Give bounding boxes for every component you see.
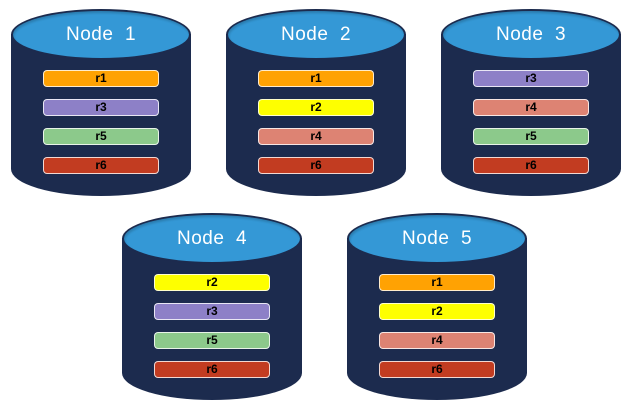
replica-bar-r4: r4 xyxy=(258,128,374,145)
cylinder-top-ellipse: Node 5 xyxy=(347,213,527,264)
replica-bar-r2: r2 xyxy=(154,274,270,291)
replica-bar-r1: r1 xyxy=(258,70,374,87)
replica-bar-r3: r3 xyxy=(473,70,589,87)
database-node-1: Node 1 r1 r3 r5 r6 xyxy=(11,9,191,196)
replica-bar-r3: r3 xyxy=(43,99,159,116)
replica-bar-r6: r6 xyxy=(258,157,374,174)
replica-bar-r2: r2 xyxy=(379,303,495,320)
replica-bar-r6: r6 xyxy=(473,157,589,174)
replica-bar-r5: r5 xyxy=(154,332,270,349)
database-node-5: Node 5 r1 r2 r4 r6 xyxy=(347,213,527,400)
cylinder-top-ellipse: Node 2 xyxy=(226,9,406,60)
replica-bar-r6: r6 xyxy=(154,361,270,378)
replica-bar-r6: r6 xyxy=(379,361,495,378)
replica-bar-r2: r2 xyxy=(258,99,374,116)
replica-bar-r4: r4 xyxy=(473,99,589,116)
node-title: Node 3 xyxy=(495,23,567,45)
cylinder-top-ellipse: Node 3 xyxy=(441,9,621,60)
node-title: Node 1 xyxy=(65,23,137,45)
replica-list: r1 r2 r4 r6 xyxy=(258,70,374,186)
replica-list: r2 r3 r5 r6 xyxy=(154,274,270,390)
database-node-3: Node 3 r3 r4 r5 r6 xyxy=(441,9,621,196)
node-title: Node 2 xyxy=(280,23,352,45)
cylinder-top-ellipse: Node 1 xyxy=(11,9,191,60)
replica-list: r1 r2 r4 r6 xyxy=(379,274,495,390)
replica-bar-r5: r5 xyxy=(473,128,589,145)
node-title: Node 4 xyxy=(176,227,248,249)
replica-list: r3 r4 r5 r6 xyxy=(473,70,589,186)
replica-bar-r3: r3 xyxy=(154,303,270,320)
replica-bar-r5: r5 xyxy=(43,128,159,145)
replica-bar-r4: r4 xyxy=(379,332,495,349)
replica-list: r1 r3 r5 r6 xyxy=(43,70,159,186)
replica-bar-r1: r1 xyxy=(43,70,159,87)
cylinder-top-ellipse: Node 4 xyxy=(122,213,302,264)
database-node-2: Node 2 r1 r2 r4 r6 xyxy=(226,9,406,196)
node-title: Node 5 xyxy=(401,227,473,249)
replica-bar-r1: r1 xyxy=(379,274,495,291)
replica-bar-r6: r6 xyxy=(43,157,159,174)
database-node-4: Node 4 r2 r3 r5 r6 xyxy=(122,213,302,400)
